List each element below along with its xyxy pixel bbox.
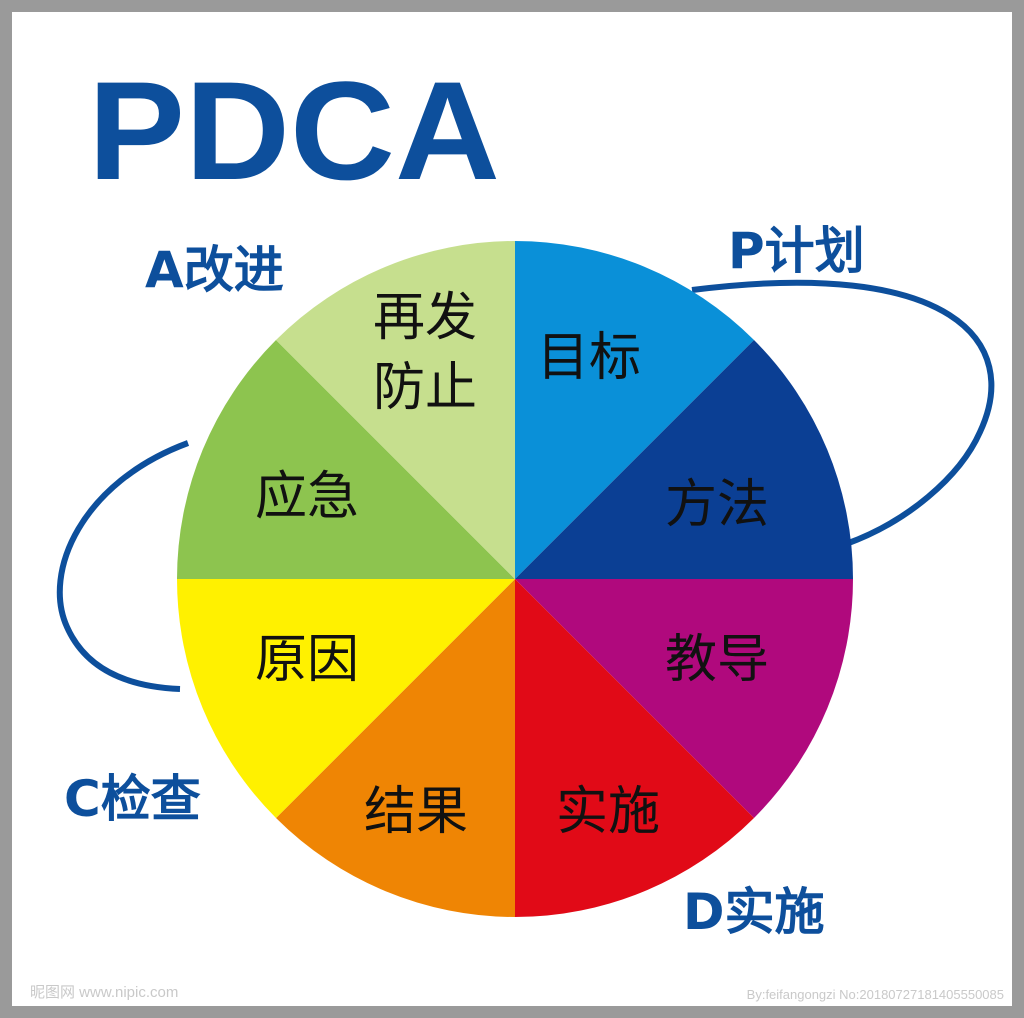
- label-prevention-line2: 防止: [373, 358, 477, 418]
- watermark-left: 昵图网 www.nipic.com: [30, 984, 179, 1001]
- segment-method: [515, 340, 853, 579]
- segment-goal: [515, 241, 754, 579]
- pdca-wheel: [177, 241, 853, 917]
- orbit-arc-right: [691, 279, 995, 547]
- segment-prevention: [276, 241, 515, 579]
- page-title: PDCA: [88, 52, 500, 209]
- label-emergency: 应急: [255, 467, 359, 527]
- label-guidance: 教导: [665, 630, 769, 690]
- label-implement: 实施: [556, 782, 660, 842]
- phase-label-do: D实施: [683, 883, 825, 941]
- segment-implement: [515, 579, 754, 917]
- phase-label-plan: P计划: [728, 222, 865, 280]
- label-goal: 目标: [537, 328, 641, 388]
- segment-cause: [177, 579, 515, 818]
- image-frame: 目标 方法 教导 实施 结果 原因 应急 再发 防止 PDCA P计划 A改进 …: [12, 12, 1012, 1006]
- watermark-right: By:feifangongzi No:20180727181405550085: [746, 987, 1004, 1002]
- segment-result: [276, 579, 515, 917]
- segment-guidance: [515, 579, 853, 818]
- watermark: 昵图网 www.nipic.com By:feifangongzi No:201…: [12, 980, 1012, 1006]
- pdca-diagram: 目标 方法 教导 实施 结果 原因 应急 再发 防止 PDCA P计划 A改进 …: [56, 52, 995, 941]
- phase-label-check: C检查: [64, 770, 201, 828]
- label-prevention-line1: 再发: [373, 288, 477, 348]
- phase-label-act: A改进: [145, 241, 284, 299]
- label-result: 结果: [364, 782, 468, 842]
- segment-emergency: [177, 340, 515, 579]
- label-method: 方法: [665, 475, 769, 535]
- label-cause: 原因: [255, 630, 359, 690]
- orbit-arc-left: [56, 440, 190, 692]
